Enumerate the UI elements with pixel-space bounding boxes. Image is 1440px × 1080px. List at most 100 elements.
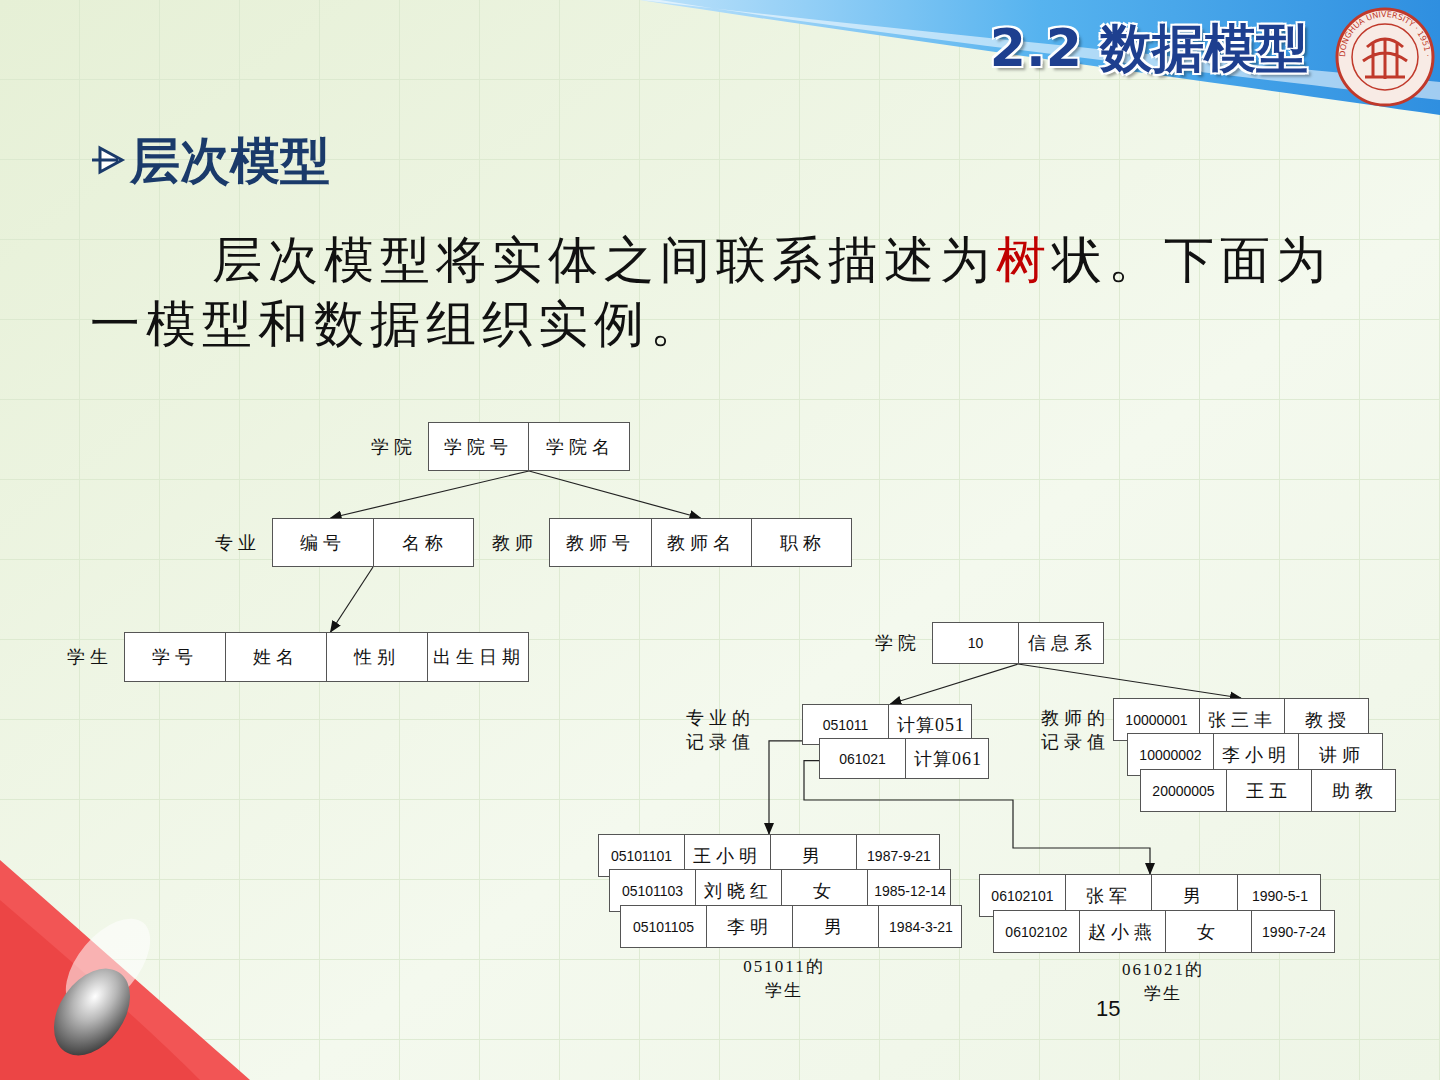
record-field: 李明 xyxy=(707,906,793,947)
group-caption: 051011的学生 xyxy=(742,955,826,1003)
record-box: 教师教师号教师名职称 xyxy=(549,518,852,567)
record-box: 061021 计算061 xyxy=(819,738,989,779)
field-text: 1984-3-21 xyxy=(889,919,953,935)
record-box: 20000005 王五 助教 xyxy=(1140,769,1396,812)
field-text: 李明 xyxy=(727,915,773,939)
record-field: 1984-3-21 xyxy=(879,906,963,947)
record-field: 王五 xyxy=(1227,770,1312,811)
parent-child-arrow xyxy=(890,664,1018,704)
record-type-name: 教师 xyxy=(492,531,538,555)
field-text: 10000002 xyxy=(1139,747,1201,763)
record-field: 05101105 xyxy=(621,906,707,947)
field-text: 男 xyxy=(1183,884,1206,908)
field-text: 1990-5-1 xyxy=(1252,888,1308,904)
parent-child-arrow xyxy=(529,471,701,518)
field-text: 女 xyxy=(1197,920,1220,944)
field-text: 06102102 xyxy=(1005,924,1067,940)
record-field: 信息系 xyxy=(1019,623,1105,663)
highlighted-word: 树 xyxy=(996,232,1052,288)
field-text: 张三丰 xyxy=(1208,708,1277,732)
field-text: 教师名 xyxy=(667,531,736,555)
field-text: 1990-7-24 xyxy=(1262,924,1326,940)
field-text: 计算061 xyxy=(914,747,982,771)
record-box: 专业编号名称 xyxy=(272,518,474,567)
record-field: 职称 xyxy=(752,519,853,566)
group-label: 教师的记录值 xyxy=(1041,706,1113,754)
record-type-name: 学生 xyxy=(67,645,113,669)
body-paragraph: 层次模型将实体之间联系描述为树状。下面为一模型和数据组织实例。 xyxy=(90,228,1365,356)
parent-child-arrow xyxy=(1018,664,1241,698)
field-text: 信息系 xyxy=(1028,631,1097,655)
record-box: 学生学号姓名性别出生日期 xyxy=(124,632,529,682)
record-field: 助教 xyxy=(1312,770,1397,811)
field-text: 教授 xyxy=(1305,708,1351,732)
record-field: 计算061 xyxy=(906,739,990,778)
field-text: 姓名 xyxy=(253,645,299,669)
parent-child-arrow xyxy=(769,741,802,834)
record-field: 06102102 xyxy=(994,911,1080,952)
field-text: 职称 xyxy=(780,531,826,555)
record-field: 061021 xyxy=(820,739,906,778)
field-text: 05101101 xyxy=(611,848,672,864)
logo-text: DONGHUA UNIVERSITY · 1951 · xyxy=(1338,10,1432,57)
field-text: 1987-9-21 xyxy=(867,848,931,864)
field-text: 助教 xyxy=(1332,779,1378,803)
field-text: 05101105 xyxy=(633,919,694,935)
record-field: 10 xyxy=(933,623,1019,663)
record-box: 06102102 赵小燕 女 1990-7-24 xyxy=(993,910,1335,953)
field-text: 王五 xyxy=(1246,779,1292,803)
group-caption: 061021的学生 xyxy=(1121,958,1205,1006)
field-text: 计算051 xyxy=(897,713,965,737)
field-text: 学院名 xyxy=(546,435,615,459)
field-text: 出生日期 xyxy=(433,645,525,669)
record-type-name: 专业 xyxy=(215,531,261,555)
field-text: 王小明 xyxy=(693,844,762,868)
field-text: 讲师 xyxy=(1319,743,1365,767)
field-text: 编号 xyxy=(300,531,346,555)
record-field: 教师名 xyxy=(652,519,752,566)
record-box: 学院学院号学院名 xyxy=(428,422,630,471)
record-field: 20000005 xyxy=(1141,770,1227,811)
field-text: 学号 xyxy=(152,645,198,669)
record-field: 编号 xyxy=(273,519,374,566)
page-number: 15 xyxy=(1096,996,1120,1022)
slide-title-box: 2.2 数据模型 xyxy=(990,14,1308,84)
field-text: 刘晓红 xyxy=(704,879,773,903)
field-text: 061021 xyxy=(839,751,886,767)
record-type-name: 学院 xyxy=(371,435,417,459)
record-field: 学号 xyxy=(125,633,226,681)
record-type-name: 学院 xyxy=(875,631,921,655)
body-text: 层次模型将实体之间联系描述为 xyxy=(212,232,996,288)
field-text: 教师号 xyxy=(566,531,635,555)
record-field: 学院号 xyxy=(429,423,529,470)
record-box: 05101105 李明 男 1984-3-21 xyxy=(620,905,962,948)
field-text: 051011 xyxy=(823,717,869,733)
field-text: 男 xyxy=(802,844,825,868)
record-field: 姓名 xyxy=(226,633,327,681)
record-field: 名称 xyxy=(374,519,475,566)
field-text: 女 xyxy=(813,879,836,903)
field-text: 20000005 xyxy=(1152,783,1214,799)
parent-child-arrow xyxy=(331,471,529,518)
record-field: 1990-7-24 xyxy=(1252,911,1336,952)
field-text: 10 xyxy=(968,635,984,651)
field-text: 学院号 xyxy=(444,435,513,459)
field-text: 05101103 xyxy=(622,883,683,899)
record-box: 学院10信息系 xyxy=(932,622,1104,664)
field-text: 男 xyxy=(824,915,847,939)
logo-ring-text: DONGHUA UNIVERSITY · 1951 · xyxy=(1338,10,1432,57)
record-field: 学院名 xyxy=(529,423,631,470)
record-field: 性别 xyxy=(327,633,428,681)
section-heading: 层次模型 xyxy=(130,128,330,195)
field-text: 赵小燕 xyxy=(1088,920,1157,944)
field-text: 张军 xyxy=(1086,884,1132,908)
field-text: 性别 xyxy=(354,645,400,669)
record-field: 赵小燕 xyxy=(1080,911,1166,952)
field-text: 1985-12-14 xyxy=(874,883,946,899)
field-text: 李小明 xyxy=(1222,743,1291,767)
field-text: 名称 xyxy=(402,531,448,555)
slide-title: 2.2 数据模型 xyxy=(990,18,1308,78)
field-text: 10000001 xyxy=(1125,712,1187,728)
record-field: 出生日期 xyxy=(428,633,530,681)
parent-child-arrow xyxy=(331,567,373,632)
